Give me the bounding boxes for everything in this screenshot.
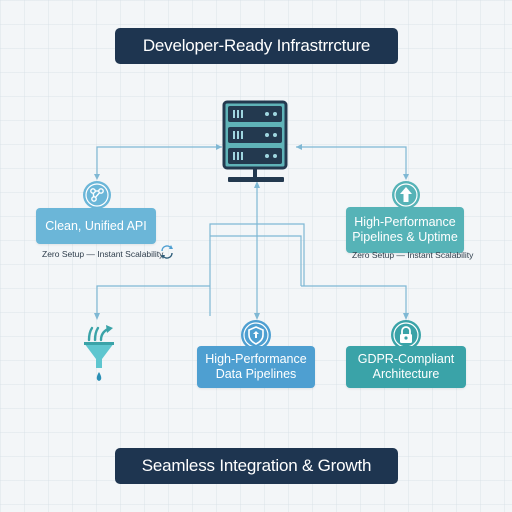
server-rack-icon <box>222 100 288 182</box>
shield-icon <box>241 320 271 350</box>
node-card-data-pipelines: High-Performance Data Pipelines <box>197 346 315 388</box>
arrow-head-server-left <box>216 144 222 150</box>
node-label-api: Clean, Unified API <box>45 218 147 233</box>
arrow-head-funnel <box>94 313 100 320</box>
node-label-data-pipelines: High-Performance Data Pipelines <box>205 352 307 381</box>
arrow-head-server-right <box>296 144 302 150</box>
connector-funnel <box>96 285 210 316</box>
share-network-icon <box>83 181 111 209</box>
arrow-head-api <box>94 174 100 180</box>
connector-server-api <box>96 146 222 176</box>
connector-server-pipelines <box>296 146 407 176</box>
node-card-pipelines-uptime: High-Performance Pipelines & Uptime <box>346 207 464 253</box>
funnel-icon <box>84 325 114 381</box>
arrow-up-icon <box>392 181 420 209</box>
caption-api: Zero Setup — Instant Scalability <box>42 249 164 259</box>
caption-pipelines-uptime: Zero Setup — Instant Scalability <box>352 250 474 260</box>
arrow-head-gdpr <box>403 313 409 320</box>
node-label-gdpr: GDPR-Compliant Architecture <box>357 352 455 381</box>
footer-title: Seamless Integration & Growth <box>115 448 398 484</box>
arrow-head-pipelines <box>403 174 409 180</box>
refresh-icon <box>161 245 173 259</box>
page-title: Developer-Ready Infrastrrcture <box>115 28 398 64</box>
arrow-head-trunk-top <box>254 181 260 188</box>
node-card-api: Clean, Unified API <box>36 208 156 244</box>
connector-bracket-outer <box>209 223 305 316</box>
node-card-gdpr: GDPR-Compliant Architecture <box>346 346 466 388</box>
connector-gdpr <box>301 285 407 316</box>
connector-bracket-inner <box>210 235 302 286</box>
node-label-pipelines-uptime: High-Performance Pipelines & Uptime <box>352 215 458 244</box>
arrow-head-data-pipelines <box>254 313 260 320</box>
